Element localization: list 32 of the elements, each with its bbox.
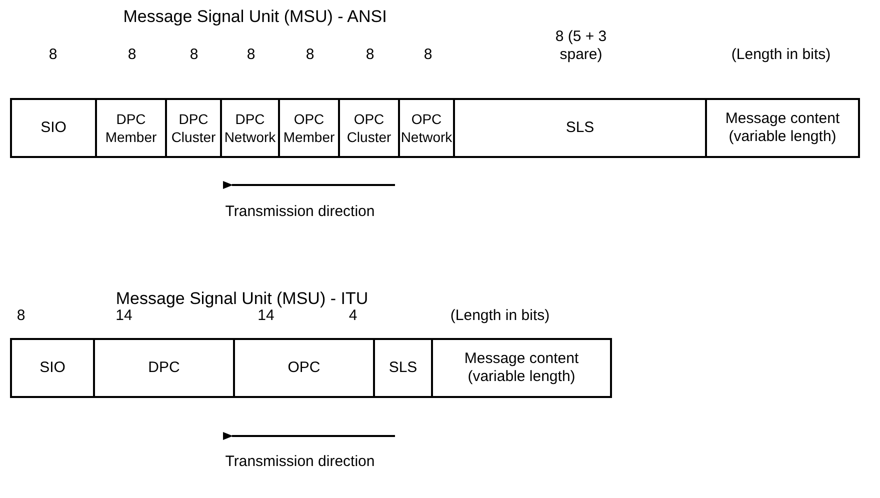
bit-length-label: 8 bbox=[246, 46, 256, 64]
field-cell: DPC Member bbox=[97, 98, 167, 158]
units-note: (Length in bits) bbox=[731, 46, 831, 64]
units-note: (Length in bits) bbox=[450, 307, 550, 325]
field-cell: OPC Member bbox=[280, 98, 340, 158]
field-cell: DPC Cluster bbox=[167, 98, 222, 158]
bit-length-label: 8 bbox=[366, 46, 374, 64]
field-cell: SLS bbox=[455, 98, 707, 158]
bit-length-label: 8 bbox=[16, 307, 26, 325]
field-cell: SIO bbox=[10, 338, 95, 398]
direction-caption: Transmission direction bbox=[225, 453, 375, 471]
field-cell: Message content (variable length) bbox=[433, 338, 612, 398]
field-cell: OPC Cluster bbox=[340, 98, 400, 158]
field-cell: SLS bbox=[375, 338, 433, 398]
bit-length-label: 4 bbox=[348, 307, 358, 325]
bit-length-label: 8 bbox=[306, 46, 314, 64]
field-cell: Message content (variable length) bbox=[707, 98, 860, 158]
field-cell: DPC bbox=[95, 338, 235, 398]
section-heading: Message Signal Unit (MSU) - ITU bbox=[116, 290, 368, 308]
bit-length-label: 14 bbox=[258, 307, 274, 325]
field-cell: OPC Network bbox=[400, 98, 455, 158]
bit-length-label: 8 bbox=[424, 46, 432, 64]
field-cell: OPC bbox=[235, 338, 375, 398]
field-cell: DPC Network bbox=[222, 98, 280, 158]
bit-length-label: 8 bbox=[190, 46, 198, 64]
direction-caption: Transmission direction bbox=[225, 203, 375, 221]
bit-length-label: 8 bbox=[128, 46, 136, 64]
bit-length-label: 8 bbox=[48, 46, 58, 64]
field-cell: SIO bbox=[10, 98, 97, 158]
section-heading: Message Signal Unit (MSU) - ANSI bbox=[123, 8, 387, 26]
bit-length-label: 8 (5 + 3 spare) bbox=[554, 28, 608, 64]
bit-length-label: 14 bbox=[116, 307, 132, 325]
